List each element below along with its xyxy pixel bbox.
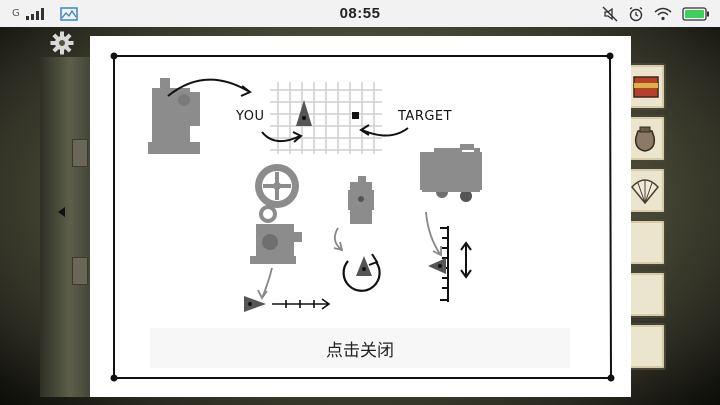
rotation-marker-icon [356, 256, 372, 276]
dial-device-icon [348, 176, 374, 224]
arrow-device-to-grid [167, 78, 249, 97]
distance-line [272, 298, 331, 310]
signal-icon [25, 7, 44, 20]
status-bar: G 08:55 [0, 0, 720, 27]
hint-popup[interactable]: YOU TARGET 点击关闭 [90, 36, 631, 397]
you-label: YOU [236, 109, 265, 124]
arrow-you [261, 131, 301, 143]
rotate-arrow-icon [342, 260, 381, 292]
navigate-left-icon[interactable] [58, 207, 65, 217]
wifi-icon [654, 7, 672, 20]
inventory-slot-3[interactable] [624, 167, 666, 214]
gallery-icon [60, 6, 78, 21]
battery-icon [682, 6, 709, 21]
mute-icon [602, 6, 618, 21]
cart-device-icon [420, 144, 482, 202]
inventory-slot-1[interactable] [624, 63, 666, 110]
arrow-reel-down [261, 267, 273, 299]
arrow-target [361, 127, 409, 137]
target-label: TARGET [398, 109, 453, 124]
updown-arrow-icon [460, 241, 472, 279]
settings-gear-icon[interactable] [50, 31, 74, 55]
alarm-icon [629, 6, 643, 21]
arrow-dial-down [333, 227, 343, 251]
status-left: G [12, 0, 78, 27]
book-icon [633, 76, 659, 98]
hint-illustration [110, 52, 615, 382]
seashell-icon [631, 179, 659, 205]
pouch-icon [634, 126, 656, 152]
film-reel-device-icon [250, 164, 302, 264]
map-grid [270, 82, 382, 154]
target-marker-icon [352, 112, 359, 119]
close-popup-button[interactable]: 点击关闭 [150, 328, 570, 368]
carrier-label: G [12, 8, 20, 19]
stone-wall [40, 57, 90, 397]
you-marker-icon [296, 100, 312, 126]
inventory-slot-2[interactable] [624, 115, 666, 162]
height-marker-icon [428, 258, 446, 274]
close-popup-label: 点击关闭 [326, 340, 394, 361]
direction-marker-icon [244, 296, 266, 312]
status-time: 08:55 [339, 5, 381, 22]
transmitter-device-icon [148, 78, 200, 154]
wall-pipe-upper [72, 139, 88, 167]
popup-frame [113, 55, 612, 379]
arrow-cart-down [425, 211, 441, 255]
frame-corners [110, 52, 615, 382]
status-right [602, 0, 710, 27]
wall-pipe-lower [72, 257, 88, 285]
